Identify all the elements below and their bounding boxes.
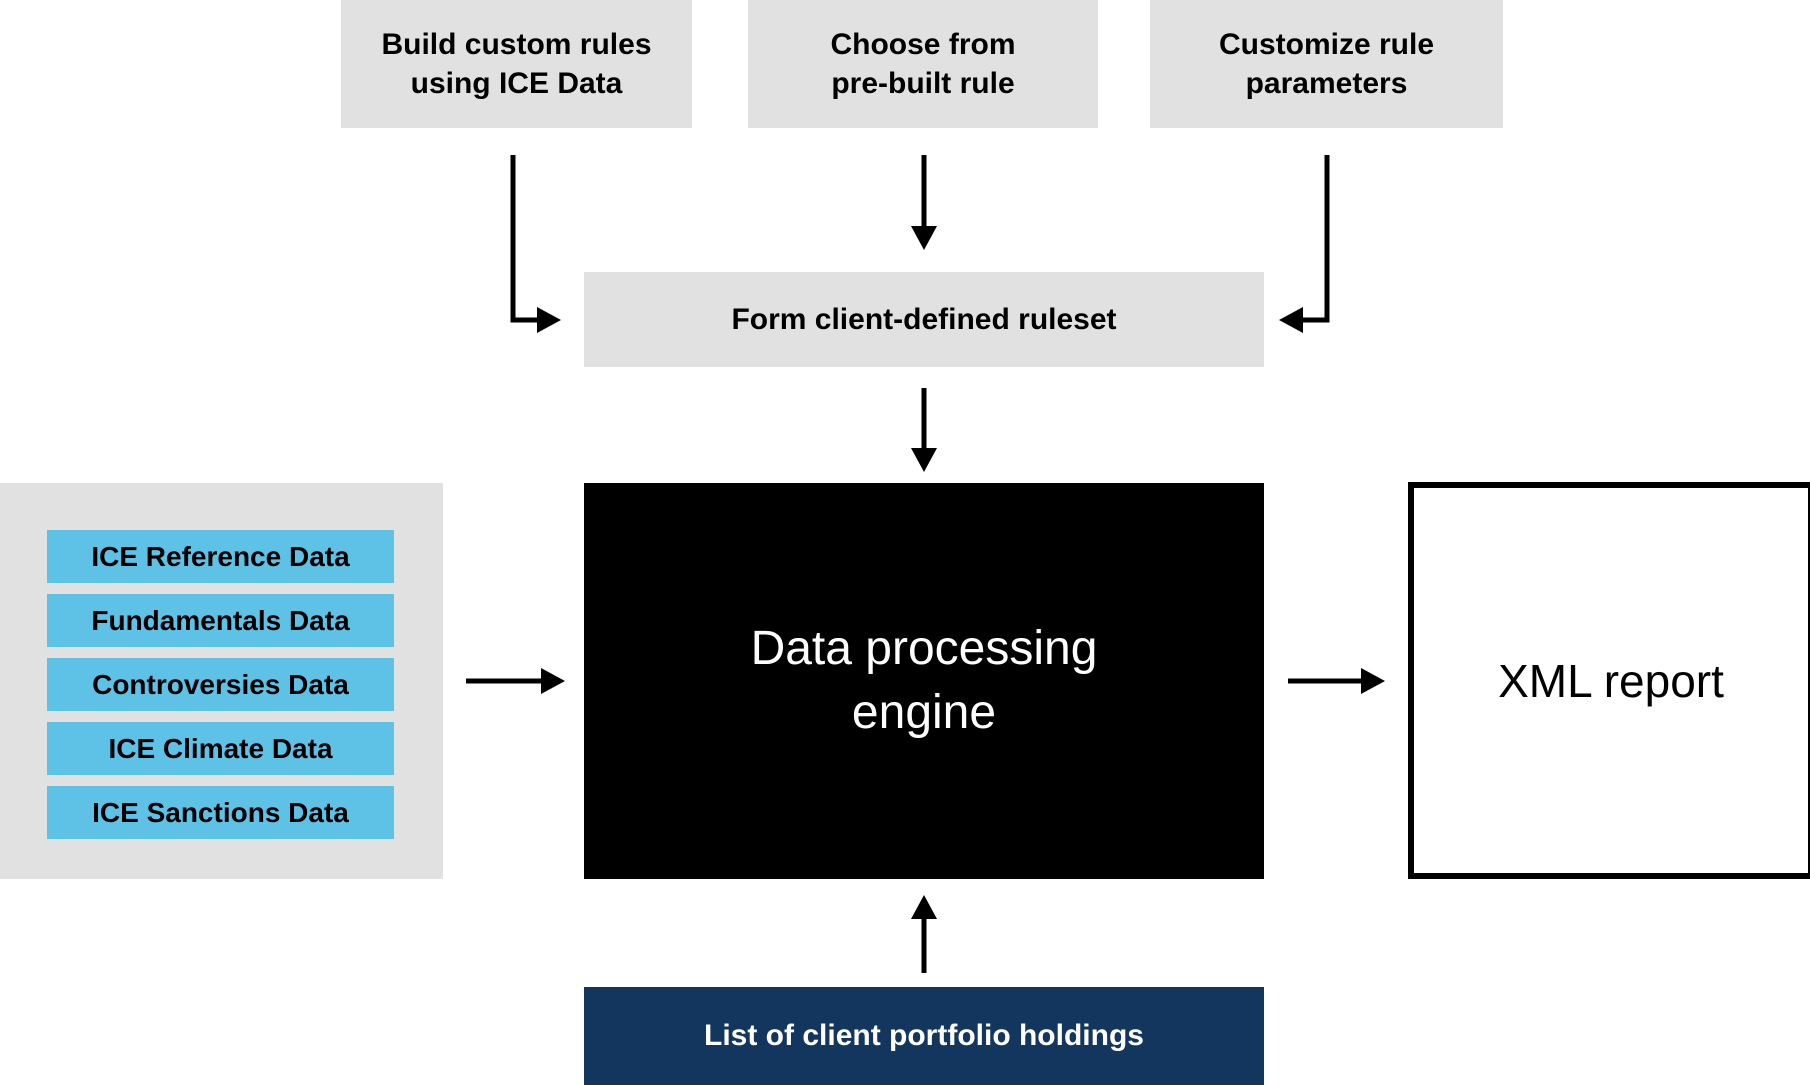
engine-label: Data processing engine (750, 622, 1098, 739)
arrow-ruleset-to-engine-icon (911, 388, 937, 472)
data-source-item: ICE Sanctions Data (47, 786, 394, 839)
build-custom-rules-box: Build custom rules using ICE Data (341, 0, 692, 128)
build-custom-rules-label: Build custom rules using ICE Data (381, 28, 652, 100)
customize-parameters-label: Customize rule parameters (1218, 28, 1435, 100)
customize-parameters-box: Customize rule parameters (1150, 0, 1503, 128)
engine-box: Data processing engine (584, 483, 1264, 879)
arrow-customize-to-ruleset-icon (1279, 155, 1330, 333)
holdings-box: List of client portfolio holdings (584, 987, 1264, 1085)
choose-prebuilt-rule-label: Choose from pre-built rule (830, 28, 1016, 100)
data-source-item: ICE Reference Data (47, 530, 394, 583)
arrow-sources-to-engine-icon (466, 668, 565, 694)
holdings-label: List of client portfolio holdings (704, 1019, 1144, 1052)
data-source-item: ICE Climate Data (47, 722, 394, 775)
choose-prebuilt-rule-box: Choose from pre-built rule (748, 0, 1098, 128)
ruleset-label: Form client-defined ruleset (731, 303, 1117, 336)
xml-report-label: XML report (1498, 654, 1724, 707)
data-source-list: ICE Reference Data Fundamentals Data Con… (47, 530, 394, 839)
arrow-engine-to-report-icon (1288, 668, 1385, 694)
data-source-item: Controversies Data (47, 658, 394, 711)
xml-report-box: XML report (1408, 482, 1810, 879)
arrow-build-to-ruleset-icon (510, 155, 561, 333)
arrow-holdings-to-engine-icon (911, 895, 937, 973)
data-sources-panel: ICE Reference Data Fundamentals Data Con… (0, 483, 443, 879)
ruleset-box: Form client-defined ruleset (584, 272, 1264, 367)
arrow-choose-to-ruleset-icon (911, 155, 937, 250)
data-source-item: Fundamentals Data (47, 594, 394, 647)
